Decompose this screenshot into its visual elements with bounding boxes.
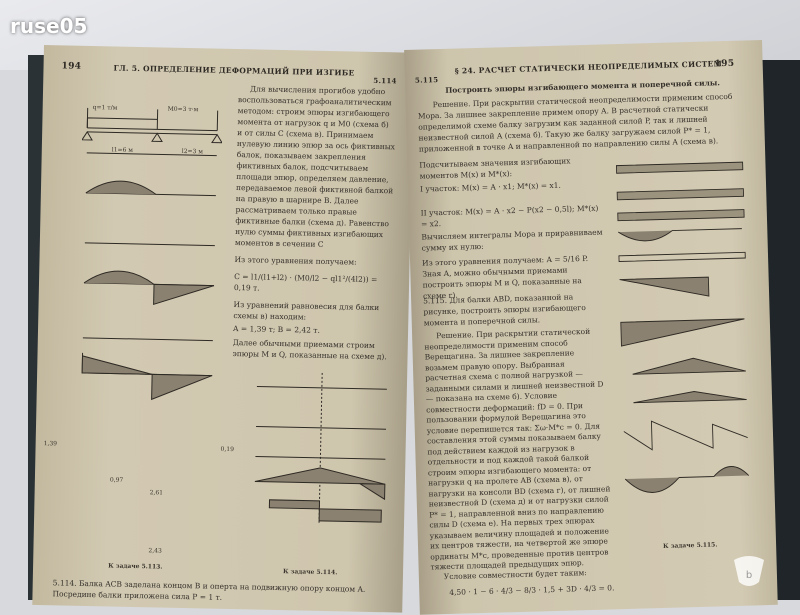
solution-5-115: Решение. При раскрытии статической неопр… <box>424 326 613 572</box>
intro-text: Для вычисления прогибов удобно воспользо… <box>235 83 396 251</box>
fig-l2-label: l2=3 м <box>182 148 203 155</box>
section-ref: 5.114 <box>373 76 397 85</box>
value-label: 0,97 <box>110 476 124 483</box>
fig-moment-label: M0=3 т·м <box>168 106 199 114</box>
part1: I участок: M(x) = A · x1; M*(x) = x1. <box>420 179 602 195</box>
running-head: § 24. РАСЧЕТ СТАТИЧЕСКИ НЕОПРЕДЕЛИМЫХ СИ… <box>455 59 723 75</box>
fig-l1-label: l1=6 м <box>112 146 133 153</box>
part2: II участок: M(x) = A · x2 − P(x2 − 0,5l)… <box>421 203 604 230</box>
page-number: 195 <box>715 59 735 70</box>
problem-5-115: 5.115. Для балки ABD, показанной на рису… <box>423 290 606 328</box>
diagram-5-114 <box>249 371 392 524</box>
moments-intro: Подсчитываем значения изгибающих моменто… <box>419 155 602 182</box>
solution-text: Решение. При раскрытии статической неопр… <box>418 90 755 154</box>
value-label: 0,19 <box>220 446 234 453</box>
value-label: 2,61 <box>150 489 164 496</box>
bazar-logo-icon: b <box>714 552 784 592</box>
diagram-5-115 <box>609 152 768 536</box>
fig-load-label: q=1 т/м <box>93 104 118 112</box>
equation-intro: Из этого уравнения получаем: <box>234 254 394 268</box>
caption-5-113: К задаче 5.113. <box>108 562 162 570</box>
page-number: 194 <box>61 61 81 71</box>
value-label: 1,39 <box>44 440 58 447</box>
final-equation: 4,50 · 1 − 6 · 4/3 − 8/3 · 1,5 + 3D · 4/… <box>449 578 759 598</box>
svg-text:b: b <box>746 570 752 581</box>
watermark: ruse05 <box>10 14 87 38</box>
problem-5-114: 5.114. Балка ACB заделана концом B и опе… <box>52 577 382 606</box>
caption-5-114: К задаче 5.114. <box>283 568 337 576</box>
left-page: 194 ГЛ. 5. ОПРЕДЕЛЕНИЕ ДЕФОРМАЦИЙ ПРИ ИЗ… <box>32 45 414 613</box>
right-page: 5.115 § 24. РАСЧЕТ СТАТИЧЕСКИ НЕОПРЕДЕЛИ… <box>404 40 778 615</box>
reactions: A = 1,39 т; B = 2,42 т. <box>233 323 393 337</box>
equation: C = l1/(l1+l2) · (M0/l2 − ql1²/(4l2)) = … <box>234 271 394 296</box>
section-ref: 5.115 <box>415 75 439 85</box>
running-head: ГЛ. 5. ОПРЕДЕЛЕНИЕ ДЕФОРМАЦИЙ ПРИ ИЗГИБЕ <box>113 63 354 77</box>
reactions-intro: Из уравнений равновесия для балки схемы … <box>233 299 393 324</box>
caption-5-115: К задаче 5.115. <box>663 541 718 550</box>
value-label: 2,43 <box>148 547 162 554</box>
closing-text: Далее обычными приемами строим эпюры M и… <box>232 337 392 362</box>
mohr-text: Вычисляем интегралы Мора и приравниваем … <box>421 227 604 254</box>
